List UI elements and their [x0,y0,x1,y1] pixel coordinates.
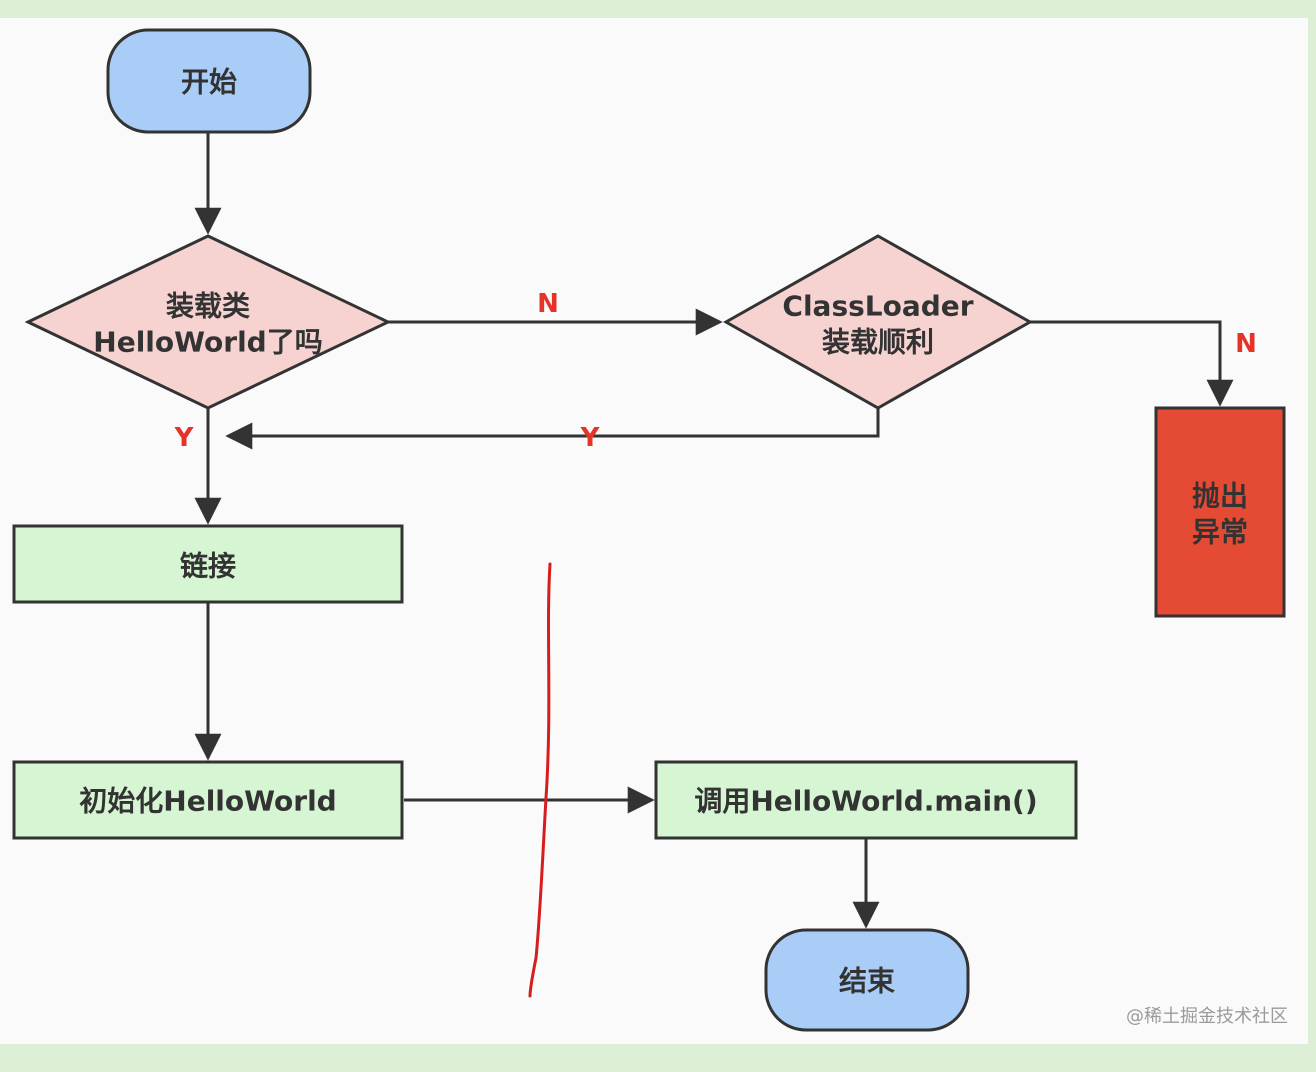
init-label: 初始化HelloWorld [79,785,336,818]
link-label: 链接 [180,550,236,583]
flowchart: N N Y Y 开始 装载类 HelloWorld了吗 ClassLoader … [12,28,1288,1032]
edge-label-loaded: Y [174,423,195,453]
annotation-red-line [528,562,552,998]
edge-label-load-failed: N [1235,329,1257,359]
start-label: 开始 [181,66,237,99]
decision-class-loaded-line1: 装载类 [166,290,250,323]
decision-classloader-line2: 装载顺利 [822,326,934,359]
edge-label-load-ok: Y [580,423,601,453]
decision-class-loaded-line2: HelloWorld了吗 [93,326,322,359]
decision-classloader-success [722,234,1034,410]
link-node [12,524,404,604]
call-main-label: 调用HelloWorld.main() [694,785,1037,818]
edge-classloader-to-throw [1030,320,1234,407]
decision-classloader-line1: ClassLoader [782,290,973,323]
edge-classloader-back-yes [225,408,880,450]
call-main-node [654,760,1078,840]
edges [194,132,1234,929]
end-node [764,928,970,1032]
throw-exception-line2: 异常 [1192,516,1248,549]
throw-exception-node [1154,406,1286,618]
edge-label-not-loaded: N [537,289,559,319]
throw-exception-line1: 抛出 [1192,480,1248,513]
watermark: @稀土掘金技术社区 [1126,1006,1288,1027]
flowchart-canvas: N N Y Y 开始 装载类 HelloWorld了吗 ClassLoader … [0,18,1308,1044]
end-label: 结束 [839,965,895,998]
start-node [106,28,312,134]
init-node [12,760,404,840]
decision-class-loaded [24,234,392,410]
